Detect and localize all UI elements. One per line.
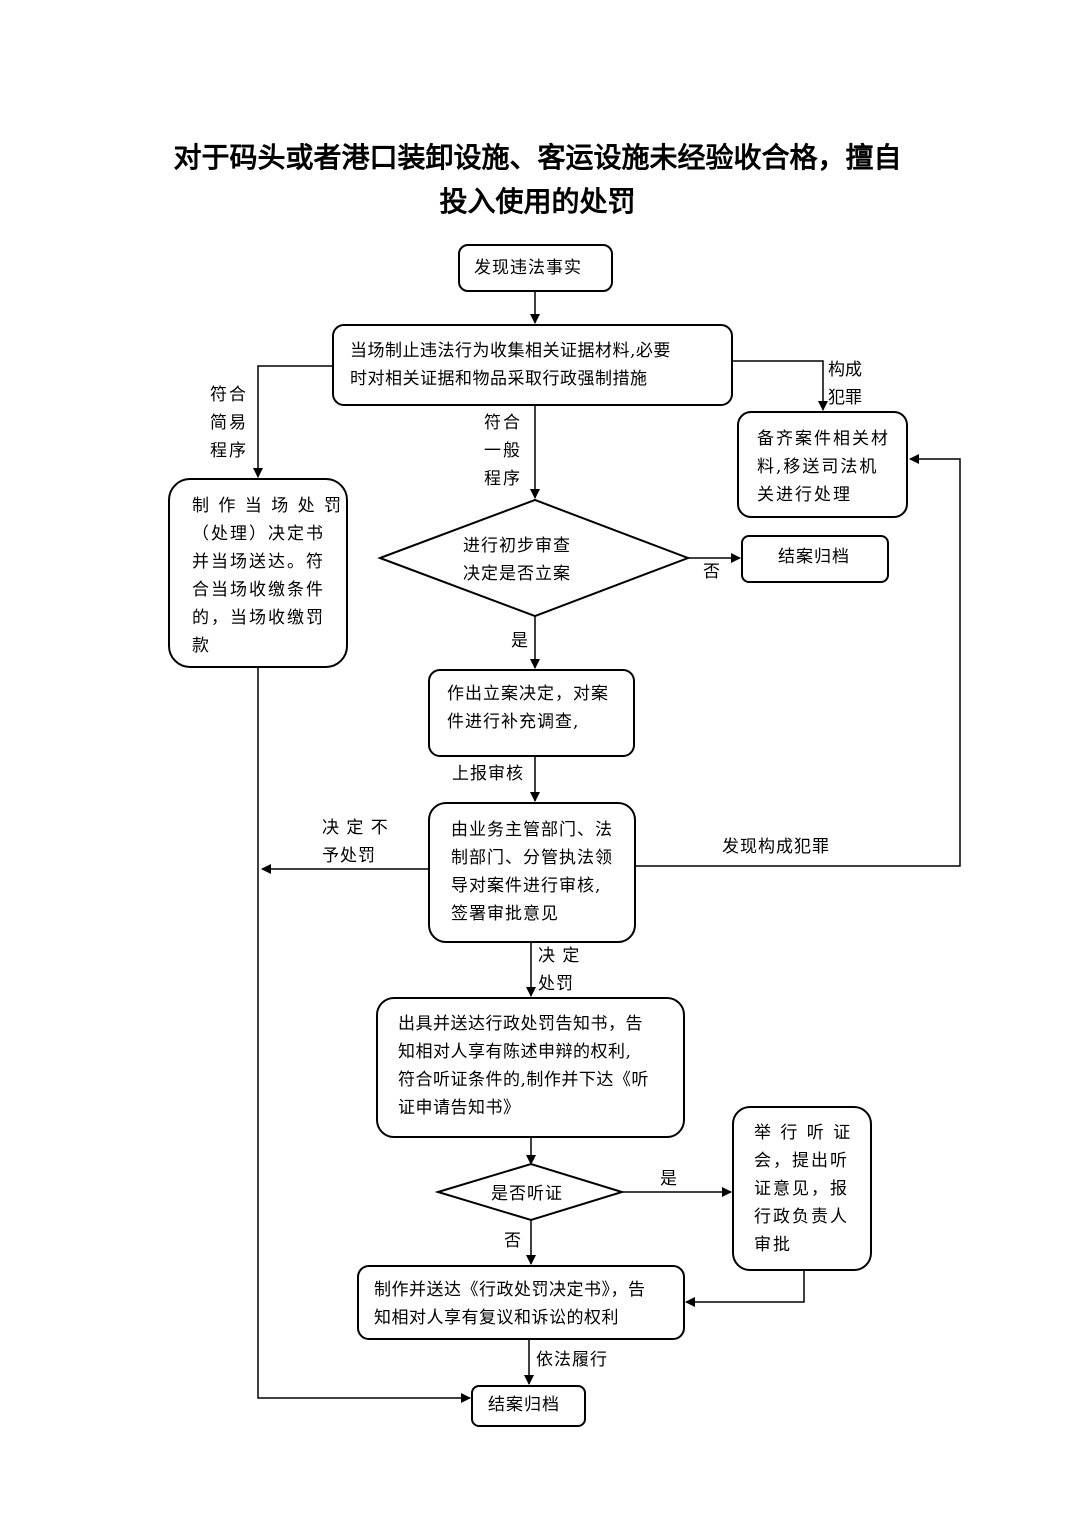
- label-yes-1: 是: [511, 631, 528, 651]
- label-general: 符合 一般 程序: [484, 413, 522, 489]
- discover-text: 发现违法事实: [474, 258, 582, 278]
- file-text: 作出立案决定，对案 件进行补充调查,: [447, 684, 609, 732]
- notice-node: [376, 997, 685, 1138]
- hearing-node: [732, 1106, 872, 1271]
- file-node: [428, 669, 635, 757]
- stop-node: [332, 324, 733, 406]
- close-node-1: [741, 535, 889, 583]
- close-text-2: 结案归档: [488, 1395, 560, 1415]
- onsite-node: [168, 478, 348, 668]
- title-line-1: 对于码头或者港口装卸设施、客运设施未经验收合格，擅自: [173, 141, 902, 174]
- close-node-2: [471, 1385, 586, 1427]
- audit-text: 由业务主管部门、法 制部门、分管执法领 导对案件进行审核, 签署审批意见: [451, 820, 613, 924]
- label-yes-2: 是: [660, 1169, 677, 1189]
- arrow-stop-judicial: [733, 360, 828, 411]
- review-text: 进行初步审查 决定是否立案: [463, 536, 571, 584]
- label-no-penalty: 决 定 不 予处罚: [322, 818, 389, 866]
- label-simple: 符合 简易 程序: [210, 385, 248, 461]
- notice-text: 出具并送达行政处罚告知书，告 知相对人享有陈述申辩的权利, 符合听证条件的,制作…: [398, 1014, 649, 1118]
- title-line-2: 投入使用的处罚: [439, 185, 636, 218]
- arrow-onsite-close: [257, 668, 471, 1403]
- review-diamond: [377, 498, 691, 618]
- label-crime: 构成 犯罪: [828, 360, 862, 408]
- judicial-text: 备齐案件相关材 料,移送司法机 关进行处理: [757, 429, 890, 505]
- label-found-crime: 发现构成犯罪: [722, 837, 830, 857]
- onsite-text: 制 作 当 场 处 罚 （处理）决定书 并当场送达。符 合当场收缴条件 的，当场…: [192, 496, 344, 656]
- arrow-audit-judicial: [636, 454, 961, 867]
- decision-node: [357, 1265, 685, 1340]
- label-comply: 依法履行: [536, 1350, 608, 1370]
- label-no-1: 否: [703, 562, 720, 582]
- label-report: 上报审核: [452, 764, 524, 784]
- hearing-question-text: 是否听证: [491, 1184, 563, 1204]
- decision-text: 制作并送达《行政处罚决定书》，告 知相对人享有复议和诉讼的权利: [374, 1280, 646, 1328]
- arrow-stop-onsite: [253, 365, 333, 478]
- label-no-2: 否: [504, 1231, 521, 1251]
- discover-node: [458, 244, 613, 292]
- arrow-hearing-decision: [685, 1271, 805, 1307]
- judicial-node: [737, 411, 908, 518]
- label-penalty: 决 定 处罚: [538, 946, 581, 994]
- stop-text: 当场制止违法行为收集相关证据材料,必要 时对相关证据和物品采取行政强制措施: [350, 341, 671, 389]
- audit-node: [428, 802, 636, 943]
- hearing-question-diamond: [434, 1162, 626, 1222]
- hearing-text: 举 行 听 证 会，提出听 证意见，报 行政负责人 审批: [754, 1123, 853, 1255]
- close-text-1: 结案归档: [778, 547, 850, 567]
